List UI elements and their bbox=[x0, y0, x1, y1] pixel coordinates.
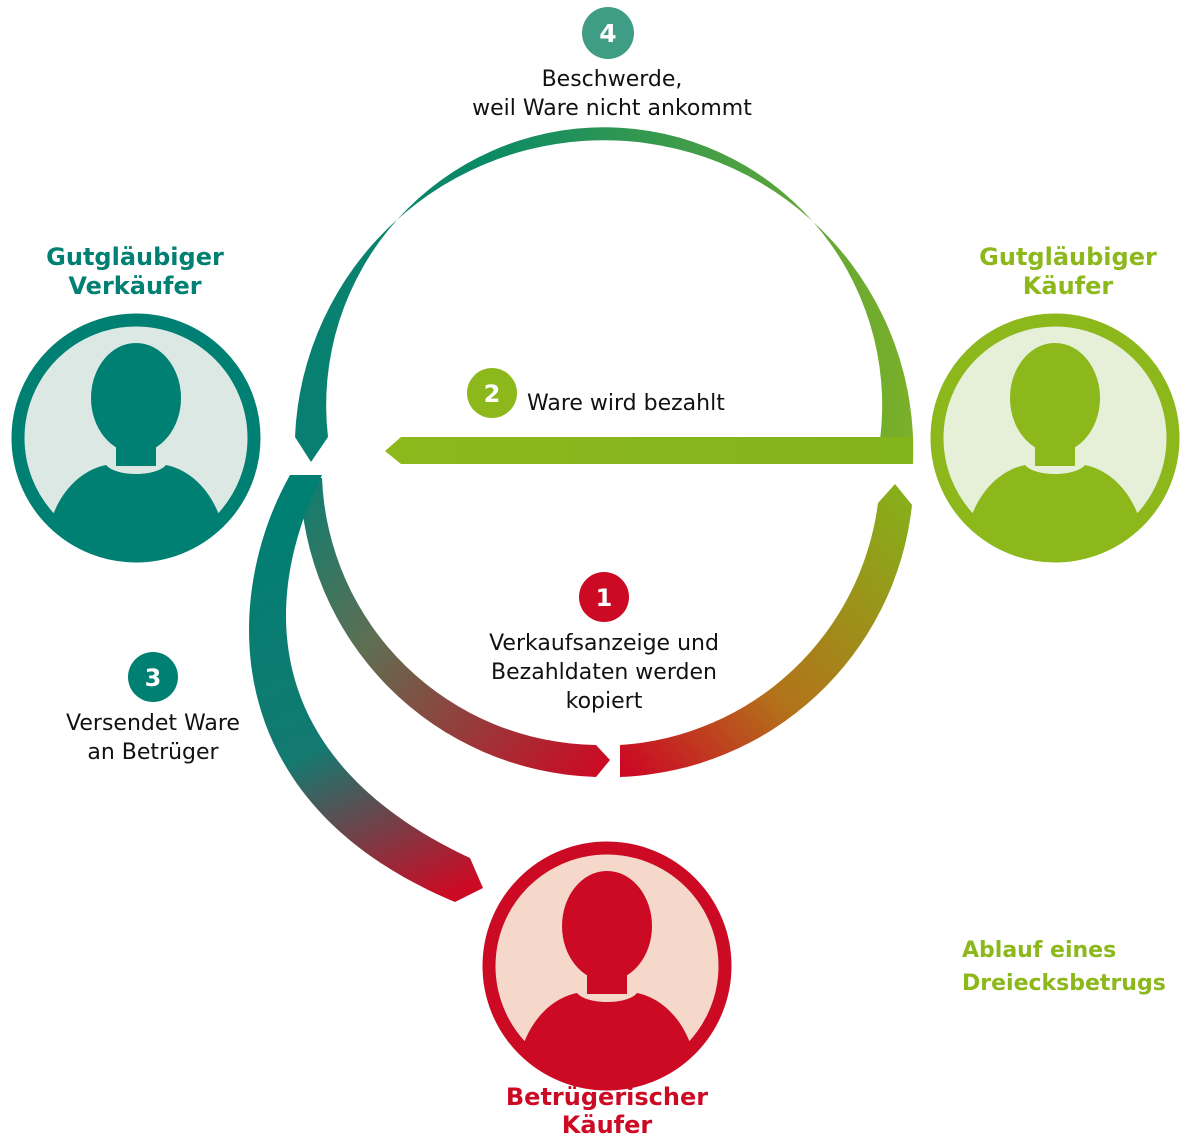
fraudster-label-line1: Betrügerischer bbox=[506, 1083, 708, 1111]
buyer-label-line2: Käufer bbox=[1023, 272, 1114, 300]
fraudster-avatar bbox=[482, 841, 732, 1091]
step-4-text-line2: weil Ware nicht ankommt bbox=[472, 96, 752, 121]
step-4-text-line1: Beschwerde, bbox=[542, 67, 683, 92]
arc-step-1-right bbox=[620, 484, 912, 777]
step-3-text-line2: an Betrüger bbox=[87, 740, 219, 765]
step-1-number: 1 bbox=[596, 584, 613, 612]
person-head bbox=[91, 343, 181, 453]
seller-label-line1: Gutgläubiger bbox=[46, 243, 224, 271]
buyer-avatar bbox=[930, 313, 1180, 563]
person-head bbox=[562, 871, 652, 981]
step-2-badge bbox=[467, 368, 517, 418]
step-4-number: 4 bbox=[599, 19, 616, 48]
caption-line2: Dreiecksbetrugs bbox=[962, 971, 1166, 996]
step-1-text-line2: Bezahldaten werden bbox=[491, 660, 717, 685]
caption-line1: Ablauf eines bbox=[962, 938, 1116, 963]
arc-step-1-left bbox=[300, 478, 610, 777]
step-1: 1 Verkaufsanzeige und Bezahldaten werden… bbox=[489, 572, 719, 714]
step-1-badge bbox=[579, 572, 629, 622]
step-3-badge bbox=[128, 652, 178, 702]
fraudster-label-line2: Käufer bbox=[562, 1111, 653, 1138]
arrow-step-2 bbox=[385, 437, 913, 464]
person-head bbox=[1010, 343, 1100, 453]
step-3-text-line1: Versendet Ware bbox=[66, 711, 240, 736]
step-4-badge bbox=[582, 7, 634, 59]
step-2: 2 Ware wird bezahlt bbox=[467, 368, 725, 418]
step-3-number: 3 bbox=[145, 664, 162, 692]
buyer-label-line1: Gutgläubiger bbox=[979, 243, 1157, 271]
step-1-text-line1: Verkaufsanzeige und bbox=[489, 631, 719, 656]
arc-step-3 bbox=[249, 475, 483, 902]
step-3: 3 Versendet Ware an Betrüger bbox=[66, 652, 240, 765]
step-2-number: 2 bbox=[484, 380, 501, 408]
seller-avatar bbox=[11, 313, 261, 563]
step-4: 4 Beschwerde, weil Ware nicht ankommt bbox=[472, 7, 752, 121]
step-2-text: Ware wird bezahlt bbox=[527, 391, 725, 416]
step-1-text-line3: kopiert bbox=[566, 689, 643, 714]
seller-label-line2: Verkäufer bbox=[68, 272, 201, 300]
